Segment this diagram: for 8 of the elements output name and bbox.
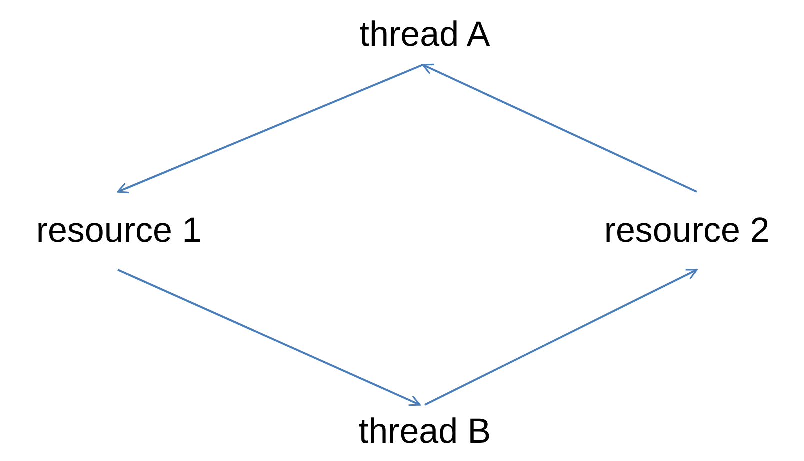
arrow bbox=[118, 269, 421, 406]
node-label: resource 2 bbox=[604, 211, 770, 251]
node-label: thread A bbox=[360, 14, 490, 54]
arrow bbox=[422, 64, 698, 193]
node-label: resource 1 bbox=[36, 211, 202, 251]
node-label: thread B bbox=[358, 412, 492, 452]
arrow bbox=[117, 64, 424, 194]
arrow bbox=[424, 269, 698, 406]
